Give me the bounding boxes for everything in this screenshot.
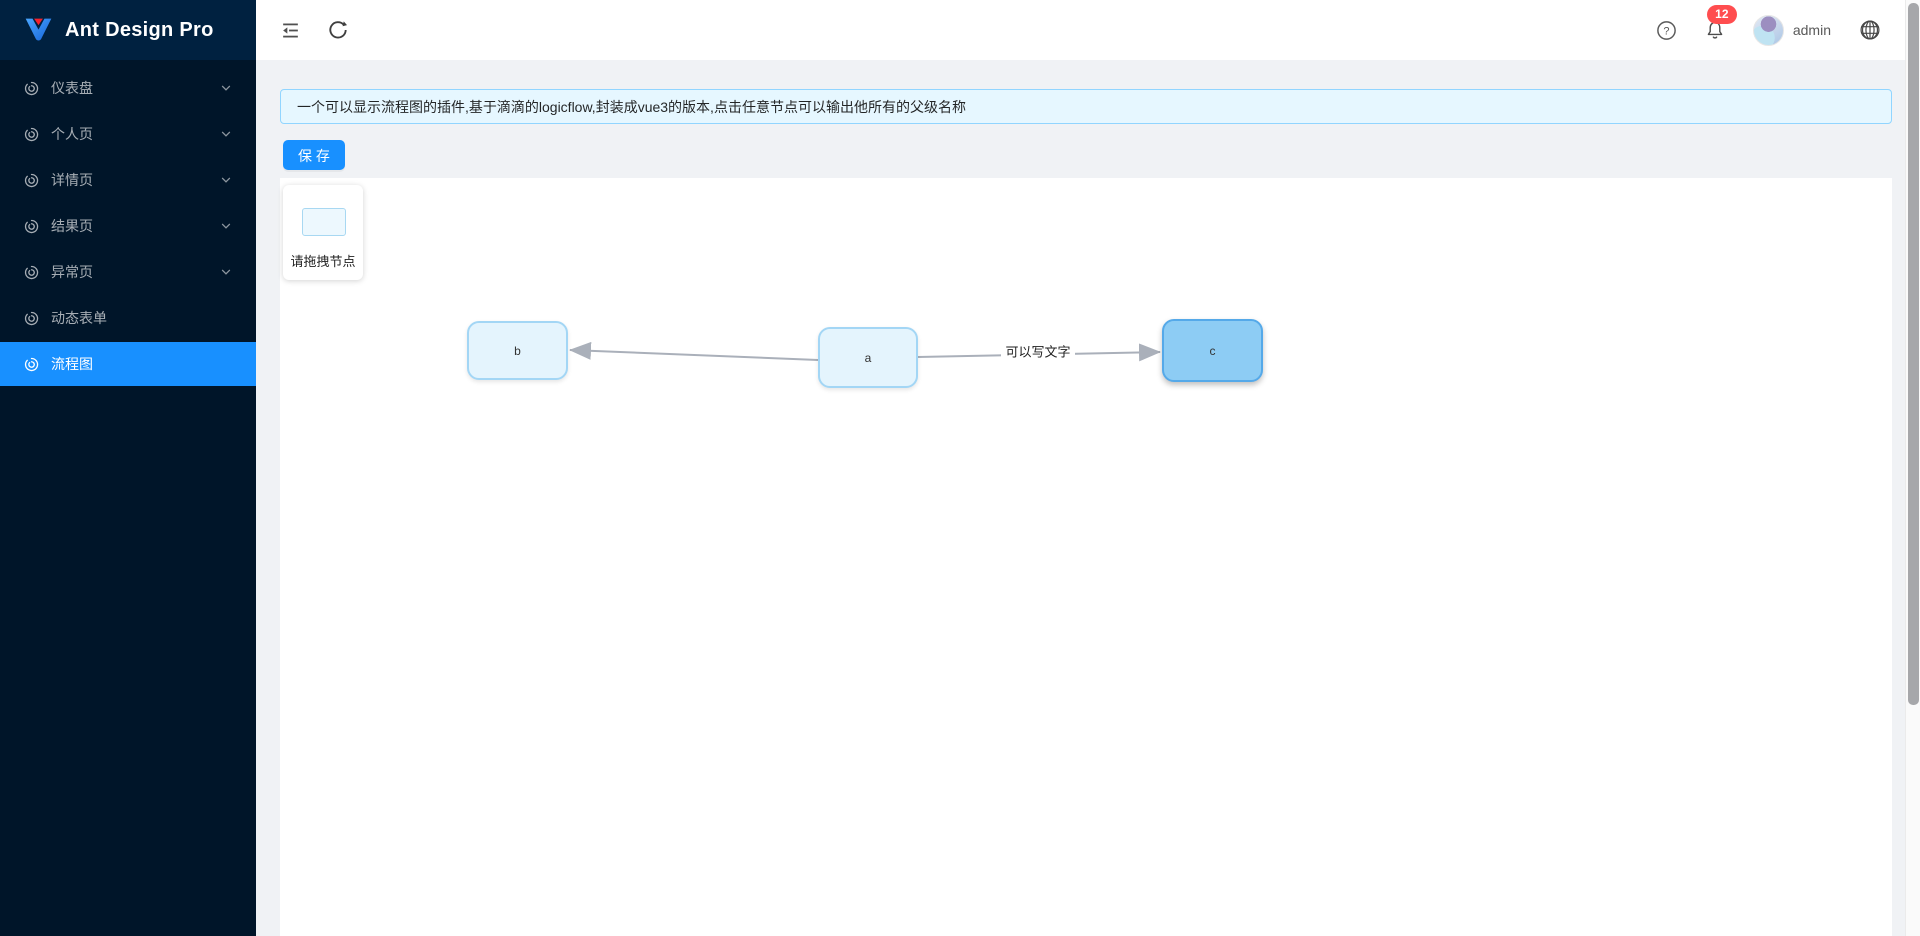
vertical-scrollbar[interactable] [1905, 0, 1920, 936]
sidebar-item-label: 仪表盘 [51, 80, 93, 96]
node-palette: 请拖拽节点 [283, 185, 363, 280]
save-button[interactable]: 保 存 [283, 140, 345, 170]
username: admin [1792, 22, 1831, 38]
top-header: ? 12 admin [256, 0, 1920, 60]
menu-circle-icon [24, 127, 39, 142]
flow-edge-a-c[interactable] [917, 343, 1161, 362]
sidebar-item-label: 异常页 [51, 264, 93, 280]
info-alert-text: 一个可以显示流程图的插件,基于滴滴的logicflow,封装成vue3的版本,点… [297, 98, 966, 115]
sidebar-item-dashboard[interactable]: 仪表盘 [0, 66, 256, 110]
header-right-cluster: ? 12 admin [1642, 5, 1895, 46]
user-menu[interactable]: admin [1739, 14, 1845, 46]
chevron-down-icon [220, 128, 232, 140]
chevron-down-icon [220, 82, 232, 94]
edge-label-bg [1001, 342, 1075, 362]
sidebar-item-profile[interactable]: 个人页 [0, 112, 256, 156]
reload-icon[interactable] [327, 19, 349, 41]
sidebar-item-label: 动态表单 [51, 310, 107, 326]
notification-bell[interactable]: 12 [1691, 5, 1739, 40]
menu-circle-icon [24, 219, 39, 234]
sidebar-item-label: 流程图 [51, 356, 93, 372]
info-alert: 一个可以显示流程图的插件,基于滴滴的logicflow,封装成vue3的版本,点… [280, 89, 1892, 124]
sidebar-item-label: 结果页 [51, 218, 93, 234]
app-title: Ant Design Pro [65, 18, 214, 41]
svg-text:?: ? [1663, 25, 1669, 37]
flow-edge-a-b[interactable] [569, 341, 819, 361]
menu-fold-icon[interactable] [280, 20, 301, 41]
sidebar: Ant Design Pro 仪表盘个人页详情页结果页异常页动态表单流程图 [0, 0, 256, 936]
edge-label[interactable]: 可以写文字 [1005, 345, 1070, 360]
menu-circle-icon [24, 357, 39, 372]
palette-hint: 请拖拽节点 [290, 254, 356, 269]
flow-node-c[interactable]: c [1162, 319, 1263, 382]
sidebar-item-exception[interactable]: 异常页 [0, 250, 256, 294]
chevron-down-icon [220, 220, 232, 232]
scrollbar-thumb[interactable] [1908, 3, 1919, 705]
menu-circle-icon [24, 265, 39, 280]
flow-node-a[interactable]: a [818, 327, 918, 388]
menu-circle-icon [24, 311, 39, 326]
antd-shield-icon [22, 14, 55, 47]
chevron-down-icon [220, 266, 232, 278]
chevron-down-icon [220, 174, 232, 186]
sidebar-item-dynamic-form[interactable]: 动态表单 [0, 296, 256, 340]
sidebar-item-result[interactable]: 结果页 [0, 204, 256, 248]
draggable-node-template[interactable] [302, 208, 346, 236]
flow-node-b[interactable]: b [467, 321, 568, 380]
notification-badge[interactable]: 12 [1706, 5, 1737, 24]
menu-circle-icon [24, 81, 39, 96]
sidebar-item-label: 个人页 [51, 126, 93, 142]
sidebar-item-label: 详情页 [51, 172, 93, 188]
question-circle-icon[interactable]: ? [1642, 20, 1691, 41]
flowchart-canvas[interactable]: 可以写文字 b a c 请拖拽节点 [280, 178, 1892, 936]
sidebar-menu: 仪表盘个人页详情页结果页异常页动态表单流程图 [0, 60, 256, 386]
menu-circle-icon [24, 173, 39, 188]
app-logo[interactable]: Ant Design Pro [0, 0, 256, 60]
globe-icon[interactable] [1845, 19, 1895, 41]
avatar[interactable] [1752, 14, 1784, 46]
sidebar-item-detail[interactable]: 详情页 [0, 158, 256, 202]
flow-edges-layer: 可以写文字 [569, 341, 1161, 362]
sidebar-item-flowchart[interactable]: 流程图 [0, 342, 256, 386]
